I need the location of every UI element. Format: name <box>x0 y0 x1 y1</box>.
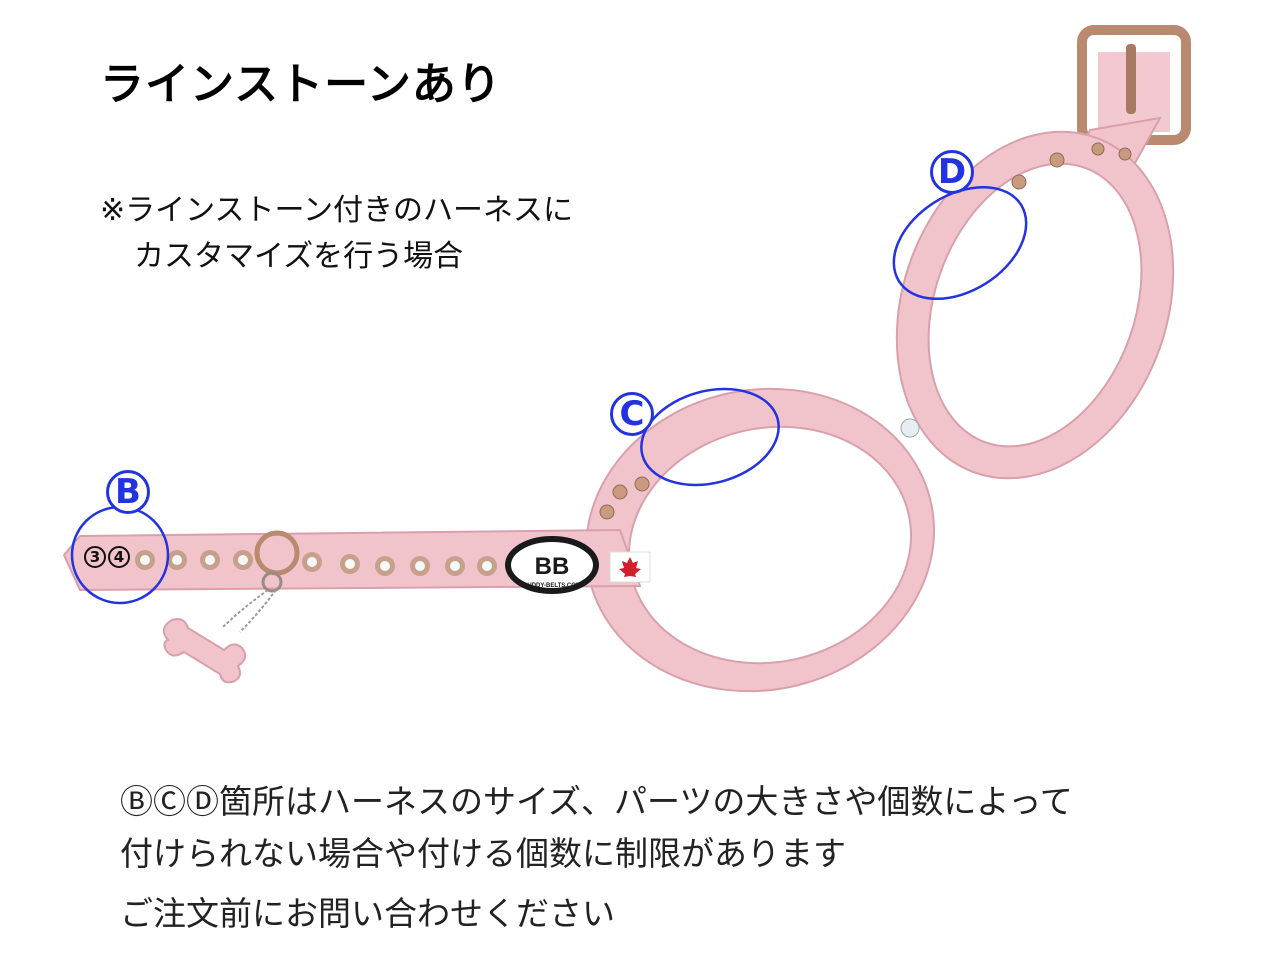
rhinestone-note: ※ラインストーン付きのハーネスに カスタマイズを行う場合 <box>100 188 573 280</box>
note-line-1: ※ラインストーン付きのハーネスに <box>100 193 574 228</box>
hole-number-3: 3 <box>84 546 106 568</box>
highlight-d <box>892 185 1028 301</box>
studs <box>599 142 1132 520</box>
maple-leaf-tag <box>609 551 651 583</box>
footer-line-2: 付けられない場合や付ける個数に制限があります <box>120 834 846 873</box>
highlight-c <box>640 387 780 487</box>
footer-line-3: ご注文前にお問い合わせください <box>120 894 615 933</box>
d-ring <box>221 530 300 633</box>
note-line-2: カスタマイズを行う場合 <box>134 239 464 274</box>
bone-tag <box>162 618 247 684</box>
footer-line-1: ⒷⒸⒹ箇所はハーネスのサイズ、パーツの大きさや個数によって <box>120 782 1073 821</box>
page-title: ラインストーンあり <box>100 59 502 110</box>
logo-text: BB <box>535 553 570 580</box>
harness-upper-loop <box>895 130 1175 480</box>
brand-logo: BB BUDDY-BELTS.COM <box>505 536 599 594</box>
footer-notice: ⒷⒸⒹ箇所はハーネスのサイズ、パーツの大きさや個数によって 付けられない場合や付… <box>120 776 1073 940</box>
rhinestone-row <box>135 550 497 576</box>
marker-d: D <box>930 150 974 194</box>
marker-b: B <box>106 470 150 514</box>
marker-c: C <box>610 392 654 436</box>
hole-number-4: 4 <box>108 546 130 568</box>
logo-subtext: BUDDY-BELTS.COM <box>523 583 581 589</box>
